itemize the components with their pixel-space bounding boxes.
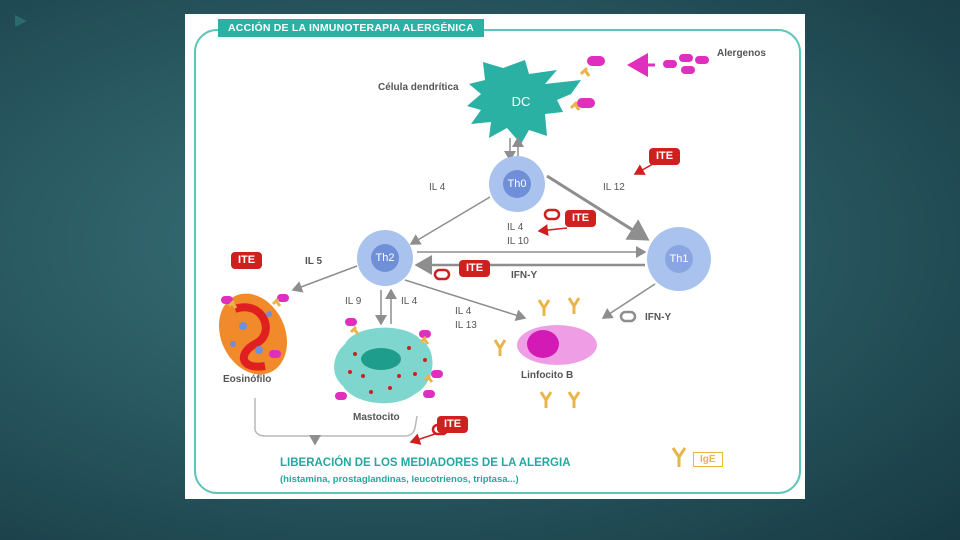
ifn-ring-center: [433, 268, 451, 281]
label-il4-b: IL 4: [455, 306, 472, 317]
footer-subtitle: (histamina, prostaglandinas, leucotrieno…: [280, 474, 519, 485]
label-il10: IL 10: [507, 236, 529, 247]
dc-allergens: [569, 56, 605, 111]
diagram-graphics: [194, 29, 801, 494]
label-eosinofilo: Eosinófilo: [223, 374, 272, 385]
slide-corner-mark: [15, 15, 27, 27]
mastocyte-cell: [334, 318, 443, 404]
diagram-title: ACCIÓN DE LA INMUNOTERAPIA ALERGÉNICA: [218, 19, 484, 37]
label-il4-center: IL 4: [507, 222, 524, 233]
label-celula-dendritica: Célula dendrítica: [378, 82, 459, 93]
eosinophil-cell: [218, 293, 289, 375]
label-il12: IL 12: [603, 182, 625, 193]
ite-badge-bottom: ITE: [437, 416, 469, 433]
dendritic-cell: [467, 60, 581, 144]
ifn-ring-right: [619, 310, 637, 323]
b-lymphocyte-cell: [517, 325, 597, 365]
ite-badge-eosinophil: ITE: [231, 252, 263, 269]
label-il4-left: IL 4: [429, 182, 446, 193]
ite-badge-top-right: ITE: [649, 148, 681, 165]
diagram-frame: [194, 29, 801, 494]
label-il4-mast: IL 4: [401, 296, 418, 307]
label-th0: Th0: [507, 178, 527, 190]
label-mastocito: Mastocito: [353, 412, 400, 423]
label-ifn-right: IFN-Y: [645, 312, 672, 323]
footer-title: LIBERACIÓN DE LOS MEDIADORES DE LA ALERG…: [280, 457, 571, 469]
label-th2: Th2: [375, 252, 395, 264]
label-alergenos: Alergenos: [717, 48, 766, 59]
label-il9: IL 9: [345, 296, 362, 307]
label-linfocito-b: Linfocito B: [521, 370, 574, 381]
ite-badge-center: ITE: [565, 210, 597, 227]
ite-ring-top: [543, 208, 561, 221]
label-il5: IL 5: [305, 256, 323, 267]
label-ifn-center: IFN-Y: [511, 270, 538, 281]
ige-antibodies: [493, 297, 687, 467]
immunotherapy-diagram: ACCIÓN DE LA INMUNOTERAPIA ALERGÉNICA Al…: [185, 14, 805, 499]
mediator-flow-line: [254, 398, 418, 437]
label-il13: IL 13: [455, 320, 477, 331]
ige-legend: IgE: [693, 452, 723, 467]
label-th1: Th1: [669, 253, 689, 265]
free-allergens: [627, 53, 709, 77]
label-dc: DC: [511, 94, 531, 109]
ite-badge-th2: ITE: [459, 260, 491, 277]
